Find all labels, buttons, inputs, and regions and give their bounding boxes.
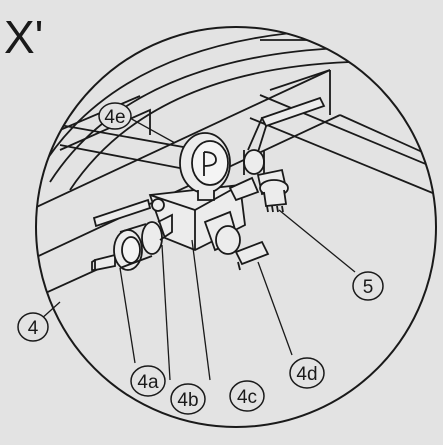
svg-text:4e: 4e — [104, 107, 125, 128]
svg-text:4: 4 — [28, 318, 39, 339]
callout-4c: 4c — [229, 380, 265, 412]
leader-4a — [119, 267, 136, 364]
left-handle — [92, 198, 165, 228]
leader-5 — [278, 209, 356, 273]
background-structure — [36, 29, 436, 301]
lower-fitting — [203, 210, 270, 271]
right-fitting — [256, 168, 289, 213]
callout-5: 5 — [352, 271, 384, 301]
leader-4d — [257, 261, 293, 356]
leader-lines — [39, 116, 356, 381]
callout-4b: 4b — [170, 383, 206, 415]
svg-text:5: 5 — [363, 277, 374, 298]
svg-text:4c: 4c — [237, 387, 257, 408]
left-fitting — [91, 213, 173, 272]
leader-4e — [127, 116, 176, 144]
callout-4e: 4e — [98, 102, 132, 130]
detail-circle — [35, 26, 437, 428]
leader-4b — [161, 244, 171, 381]
pressure-gauge — [179, 132, 231, 201]
callout-4: 4 — [17, 312, 49, 342]
svg-text:4b: 4b — [177, 390, 198, 411]
callout-4a: 4a — [130, 365, 166, 397]
leader-4c — [191, 239, 211, 381]
svg-text:4a: 4a — [137, 372, 159, 393]
svg-text:4d: 4d — [296, 364, 317, 385]
top-valve — [228, 96, 326, 202]
callout-4d: 4d — [289, 357, 325, 389]
view-label: X' — [4, 11, 44, 63]
